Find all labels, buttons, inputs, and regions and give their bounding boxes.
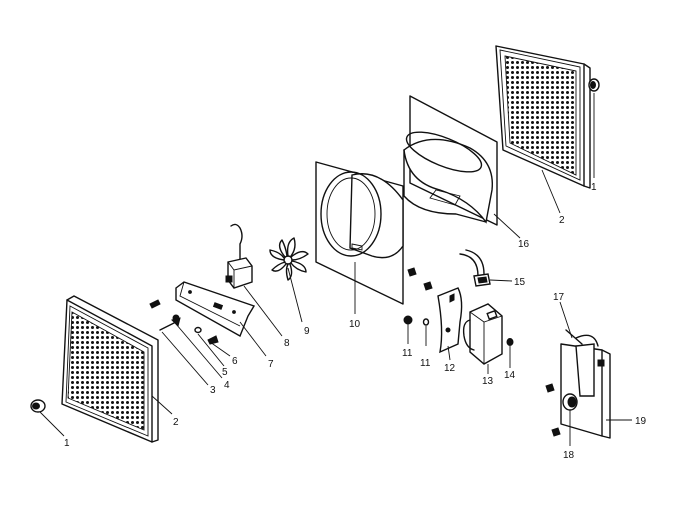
grille-right — [495, 45, 591, 189]
callout-14: 14 — [504, 370, 516, 381]
bracket-plate-12 — [437, 287, 463, 354]
motor-bracket — [175, 281, 256, 338]
screw-near-15-a — [407, 267, 417, 277]
callout-17: 17 — [553, 292, 565, 303]
screw-upper-left — [149, 299, 161, 309]
callout-1-bottom: 1 — [64, 438, 70, 449]
screw-11-a — [403, 315, 413, 325]
nut-part-5 — [194, 326, 202, 334]
grille-left — [61, 295, 159, 443]
screw-11-b — [422, 318, 430, 326]
callout-12: 12 — [444, 363, 456, 374]
callout-18: 18 — [563, 450, 575, 461]
callout-9: 9 — [304, 326, 310, 337]
screw-part-3-4 — [159, 317, 181, 331]
switch-box — [462, 303, 503, 365]
knob-bottom-left — [30, 399, 46, 413]
screw-near-15-b — [423, 281, 433, 291]
housing-plate — [315, 161, 404, 305]
callout-1-top: 1 — [591, 182, 597, 193]
leader-lines — [39, 93, 632, 446]
callout-11-a: 11 — [402, 348, 413, 359]
callout-3: 3 — [210, 385, 216, 396]
screw-panel-lower — [551, 427, 561, 437]
motor — [225, 223, 253, 289]
callout-labels: 1 2 16 15 10 9 8 7 6 5 4 3 2 1 11 11 12 … — [64, 182, 647, 461]
callout-4: 4 — [224, 380, 230, 391]
callout-11-b: 11 — [420, 358, 431, 369]
duct-plate — [403, 95, 498, 226]
screw-panel-upper — [545, 383, 555, 393]
control-panel — [560, 329, 611, 439]
callout-19: 19 — [635, 416, 647, 427]
callout-5: 5 — [222, 367, 228, 378]
callout-6: 6 — [232, 356, 238, 367]
callout-16: 16 — [518, 239, 530, 250]
callout-10: 10 — [349, 319, 361, 330]
fan-blade — [269, 237, 309, 281]
cord-clamp — [459, 249, 491, 287]
callout-15: 15 — [514, 277, 526, 288]
callout-7: 7 — [268, 359, 274, 370]
callout-13: 13 — [482, 376, 494, 387]
callout-2-top: 2 — [559, 215, 565, 226]
screw-part-6 — [207, 335, 219, 345]
screw-14 — [506, 338, 514, 346]
knob-top-right — [588, 78, 600, 92]
callout-8: 8 — [284, 338, 290, 349]
callout-2-bottom: 2 — [173, 417, 179, 428]
